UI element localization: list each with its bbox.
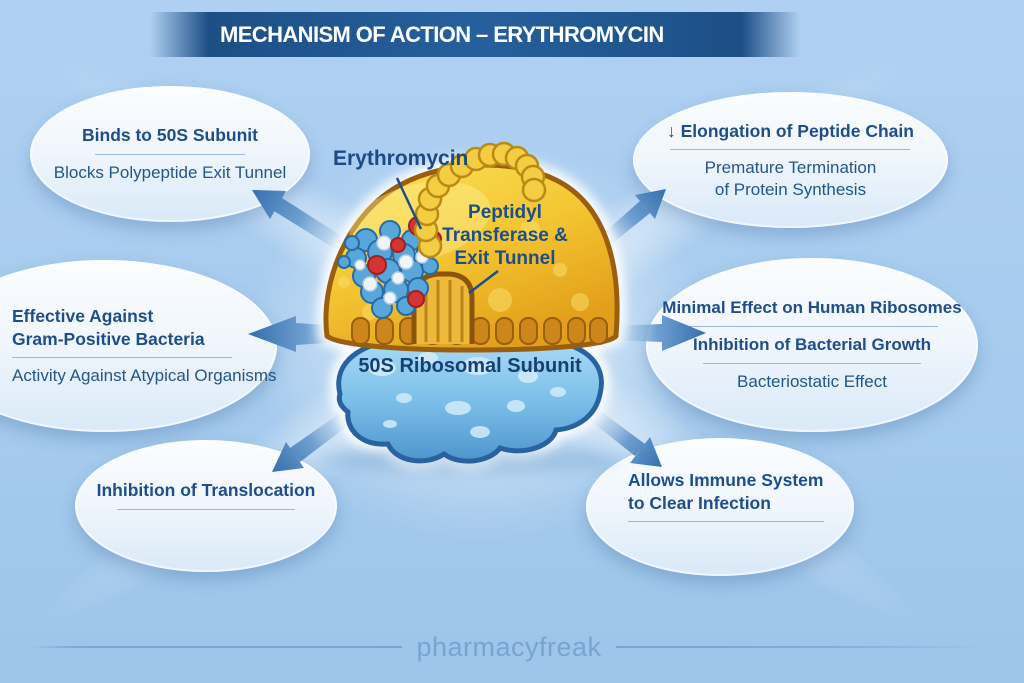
bubble-title: ↓ Elongation of Peptide Chain [667, 120, 914, 141]
bubble-title-line: Gram-Positive Bacteria [12, 328, 205, 349]
bubble-title: Inhibition of Translocation [96, 480, 316, 501]
bubble-effective-against: Effective Against Gram-Positive Bacteria… [0, 260, 277, 432]
divider [117, 508, 295, 510]
erythromycin-label: Erythromycin [333, 147, 469, 170]
divider [628, 520, 824, 522]
divider [12, 357, 232, 359]
label-line: Exit Tunnel [454, 248, 556, 270]
divider [95, 153, 245, 155]
bubble-subtitle: Blocks Polypeptide Exit Tunnel [53, 162, 287, 182]
watermark-rule [615, 646, 989, 648]
bubble-title-line: to Clear Infection [628, 492, 771, 513]
bubble-title: Binds to 50S Subunit [82, 125, 258, 146]
bubble-row: Bacteriostatic Effect [737, 371, 887, 391]
watermark: pharmacyfreak [30, 629, 989, 665]
watermark-rule [30, 646, 403, 648]
watermark-text: pharmacyfreak [416, 631, 602, 662]
bubble-title-line: Effective Against [12, 306, 154, 327]
divider [703, 362, 921, 364]
label-line: Transferase & [442, 225, 568, 247]
subunit-label: 50S Ribosomal Subunit [358, 355, 582, 377]
bubble-subtitle-line: Premature Termination [704, 157, 877, 177]
title-banner: MECHANISM OF ACTION – ERYTHROMYCIN [150, 12, 800, 57]
page-title: MECHANISM OF ACTION – ERYTHROMYCIN [220, 21, 664, 47]
bubble-subtitle-line: of Protein Synthesis [714, 179, 867, 199]
bubble-minimal-effect: Minimal Effect on Human Ribosomes Inhibi… [646, 258, 978, 432]
bubble-binds-50s: Binds to 50S Subunit Blocks Polypeptide … [30, 86, 310, 222]
bubble-row: Inhibition of Bacterial Growth [693, 335, 931, 355]
bubble-row: Minimal Effect on Human Ribosomes [662, 298, 962, 318]
bubble-immune-system: Allows Immune System to Clear Infection [586, 438, 854, 576]
bubble-elongation: ↓ Elongation of Peptide Chain Premature … [633, 92, 948, 228]
bubble-title-line: Allows Immune System [628, 470, 824, 491]
divider [686, 326, 938, 328]
peptidyl-transferase-label: Peptidyl Transferase & Exit Tunnel [438, 201, 572, 271]
bubble-subtitle: Activity Against Atypical Organisms [12, 366, 277, 386]
label-line: Peptidyl [468, 202, 542, 223]
divider [670, 148, 911, 150]
bubble-translocation: Inhibition of Translocation [75, 440, 337, 572]
